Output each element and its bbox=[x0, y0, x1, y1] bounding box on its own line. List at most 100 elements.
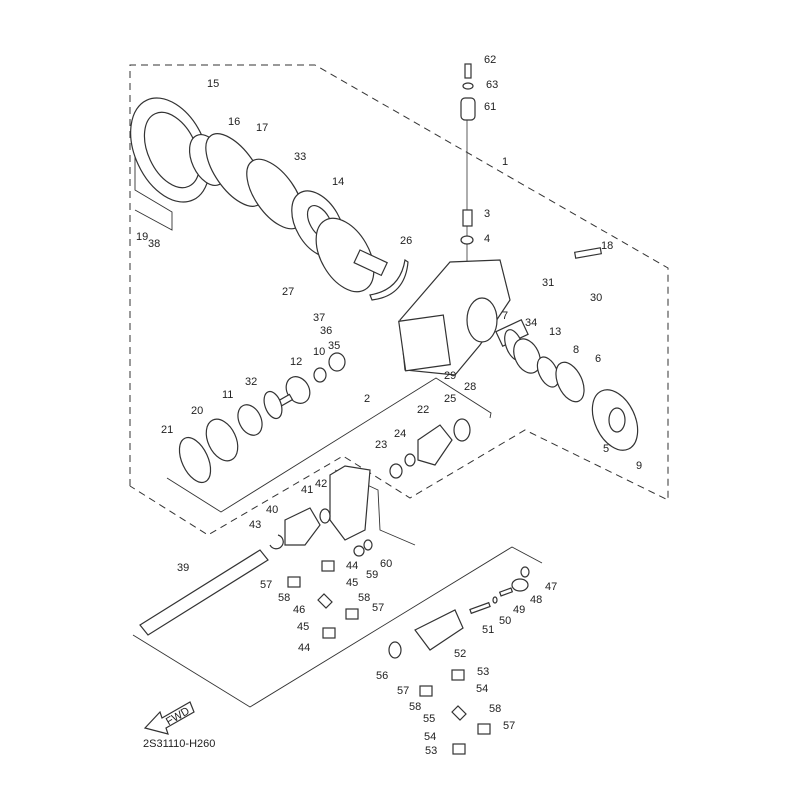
washer-24 bbox=[404, 453, 416, 467]
housing bbox=[398, 259, 511, 376]
callout-18: 18 bbox=[601, 240, 613, 252]
callout-25: 25 bbox=[444, 393, 456, 405]
housing-group-outline bbox=[129, 64, 669, 536]
callout-46: 46 bbox=[293, 604, 305, 616]
pin-49 bbox=[498, 587, 514, 597]
callout-49: 49 bbox=[513, 604, 525, 616]
callout-40: 40 bbox=[266, 504, 278, 516]
cover-bracket bbox=[134, 135, 173, 231]
callout-30: 30 bbox=[590, 292, 602, 304]
universal-joint-1 bbox=[287, 560, 359, 639]
yoke-22 bbox=[417, 424, 453, 466]
callout-23: 23 bbox=[375, 439, 387, 451]
callout-32: 32 bbox=[245, 376, 257, 388]
callout-54: 54 bbox=[476, 683, 488, 695]
nut-59 bbox=[353, 545, 365, 557]
ring-gear bbox=[315, 217, 388, 293]
callout-7: 7 bbox=[502, 310, 508, 322]
callout-37: 37 bbox=[313, 312, 325, 324]
shaft-group-bracket bbox=[132, 546, 543, 708]
circlip-43 bbox=[269, 534, 284, 550]
washer-50 bbox=[492, 596, 498, 604]
diagram-code: 2S31110-H260 bbox=[143, 738, 215, 750]
callout-60: 60 bbox=[380, 558, 392, 570]
joint-housing bbox=[329, 465, 371, 541]
callout-20: 20 bbox=[191, 405, 203, 417]
callout-6: 6 bbox=[595, 353, 601, 365]
circlip-41 bbox=[319, 508, 331, 524]
nut-20 bbox=[205, 418, 239, 462]
bolt-51 bbox=[469, 601, 491, 615]
seal-56 bbox=[388, 641, 402, 659]
callout-58: 58 bbox=[278, 592, 290, 604]
yoke-52 bbox=[414, 609, 464, 651]
callout-13: 13 bbox=[549, 326, 561, 338]
collar-12 bbox=[313, 367, 327, 383]
callout-35: 35 bbox=[328, 340, 340, 352]
callout-48: 48 bbox=[530, 594, 542, 606]
o-ring-21 bbox=[178, 436, 212, 484]
callout-62: 62 bbox=[484, 54, 496, 66]
callout-47: 47 bbox=[545, 581, 557, 593]
callout-38: 38 bbox=[148, 238, 160, 250]
shaft-39 bbox=[139, 549, 269, 636]
callout-10: 10 bbox=[313, 346, 325, 358]
callout-57: 57 bbox=[503, 720, 515, 732]
callout-3: 3 bbox=[484, 208, 490, 220]
pinion-gear bbox=[274, 376, 311, 409]
callout-33: 33 bbox=[294, 151, 306, 163]
callout-57: 57 bbox=[372, 602, 384, 614]
callout-9: 9 bbox=[636, 460, 642, 472]
shim-26 bbox=[369, 258, 409, 301]
callout-58: 58 bbox=[358, 592, 370, 604]
bearing-13 bbox=[513, 338, 541, 374]
callout-57: 57 bbox=[260, 579, 272, 591]
callout-5: 5 bbox=[603, 443, 609, 455]
callout-26: 26 bbox=[400, 235, 412, 247]
callout-36: 36 bbox=[320, 325, 332, 337]
callout-44: 44 bbox=[346, 560, 358, 572]
callout-12: 12 bbox=[290, 356, 302, 368]
fitting-3 bbox=[462, 209, 473, 227]
callout-22: 22 bbox=[417, 404, 429, 416]
nut-23 bbox=[389, 463, 403, 479]
callout-24: 24 bbox=[394, 428, 406, 440]
callout-44: 44 bbox=[298, 642, 310, 654]
coupling-48 bbox=[511, 578, 529, 592]
washer-4 bbox=[460, 235, 474, 245]
callout-39: 39 bbox=[177, 562, 189, 574]
callout-28: 28 bbox=[464, 381, 476, 393]
breather-61 bbox=[460, 63, 476, 121]
callout-63: 63 bbox=[486, 79, 498, 91]
callout-27: 27 bbox=[282, 286, 294, 298]
callout-54: 54 bbox=[424, 731, 436, 743]
callout-29: 29 bbox=[444, 370, 456, 382]
callout-11: 11 bbox=[222, 389, 233, 401]
callout-58: 58 bbox=[489, 703, 501, 715]
callout-43: 43 bbox=[249, 519, 261, 531]
bearing-11 bbox=[237, 404, 263, 436]
o-ring-32 bbox=[263, 390, 283, 420]
callout-8: 8 bbox=[573, 344, 579, 356]
callout-56: 56 bbox=[376, 670, 388, 682]
callout-50: 50 bbox=[499, 615, 511, 627]
bolt-18 bbox=[573, 247, 603, 259]
callout-16: 16 bbox=[228, 116, 240, 128]
seal-25 bbox=[453, 418, 471, 442]
callout-34: 34 bbox=[525, 317, 537, 329]
o-ring-6 bbox=[555, 361, 585, 403]
callout-4: 4 bbox=[484, 233, 490, 245]
callout-45: 45 bbox=[346, 577, 358, 589]
callout-52: 52 bbox=[454, 648, 466, 660]
washer-60 bbox=[363, 539, 373, 551]
callout-59: 59 bbox=[366, 569, 378, 581]
callout-51: 51 bbox=[482, 624, 494, 636]
flange-5 bbox=[591, 389, 639, 451]
callout-42: 42 bbox=[315, 478, 327, 490]
callout-61: 61 bbox=[484, 101, 496, 113]
callout-45: 45 bbox=[297, 621, 309, 633]
pinion-group-bracket bbox=[166, 377, 492, 513]
callout-15: 15 bbox=[207, 78, 219, 90]
bearing-10 bbox=[328, 352, 346, 372]
